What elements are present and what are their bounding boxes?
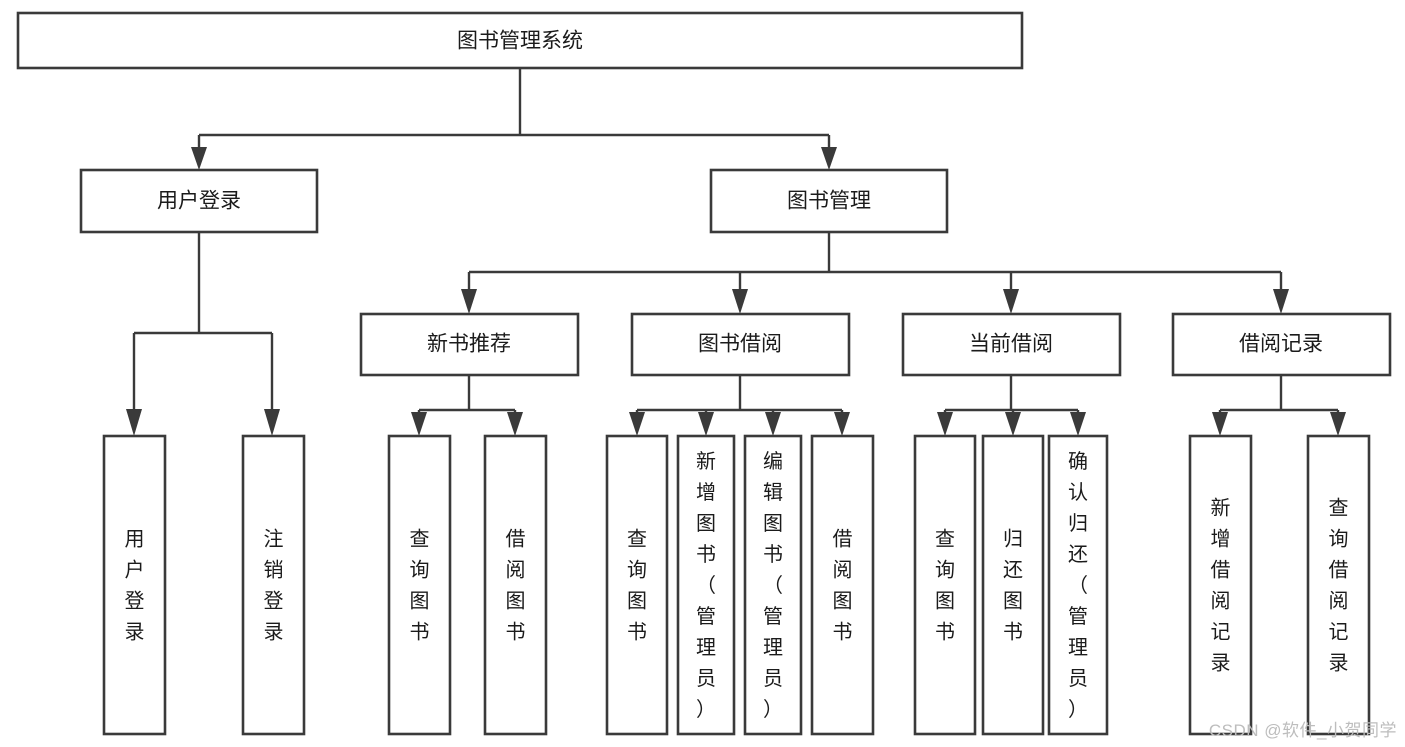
node-leaf-confirm-return-admin[interactable]: 确认归还（管理员） [1047,434,1109,736]
node-new-book-recommend-label: 新书推荐 [427,333,511,356]
node-leaf-query-book-recommend[interactable]: 查询图书 [387,434,452,736]
node-leaf-query-book-recommend-label: 查询图书 [410,528,430,644]
arrow-to-user-login [191,147,207,170]
leaf-node-layer: 用户登录 注销登录 查询图书 借阅图书 查询图书 新增图书（管理员） 编辑图书（管理员） 借阅… [102,434,1371,736]
node-leaf-query-borrow-record-label: 查询借阅记录 [1329,497,1349,675]
node-leaf-user-login[interactable]: 用户登录 [102,434,167,736]
node-new-book-recommend[interactable]: 新书推荐 [359,312,580,377]
node-current-borrow-box[interactable] [901,312,1122,377]
node-leaf-user-login-box[interactable] [102,434,167,736]
node-leaf-confirm-return-admin-label: 确认归还（管理员） [1068,450,1088,721]
node-leaf-user-login-label: 用户登录 [125,529,145,644]
node-leaf-query-book-recommend-box[interactable] [387,434,452,736]
node-leaf-edit-book-admin-label: 编辑图书（管理员） [763,450,783,721]
node-leaf-edit-book-admin-box[interactable] [743,434,803,736]
node-leaf-borrow-book-recommend-label: 借阅图书 [506,528,526,644]
node-leaf-query-borrow-record[interactable]: 查询借阅记录 [1306,434,1371,736]
arrow-to-borrow-book-recommend [507,412,523,436]
node-user-login-box[interactable] [79,168,319,234]
node-root-box[interactable] [16,11,1024,70]
node-root-label: 图书管理系统 [457,30,583,53]
arrow-to-add-book-admin [698,412,714,436]
node-book-management-label: 图书管理 [787,190,871,213]
node-leaf-query-book-borrow-label: 查询图书 [627,528,647,644]
node-leaf-add-borrow-record-label: 新增借阅记录 [1211,497,1231,675]
arrow-to-leaf-user-login [126,409,142,436]
arrow-to-query-book-current [937,412,953,436]
node-leaf-return-book-label: 归还图书 [1003,528,1023,644]
node-borrow-record-label: 借阅记录 [1239,333,1323,356]
arrow-to-borrow-book [834,412,850,436]
connector-layer [126,68,1346,436]
node-book-management-box[interactable] [709,168,949,234]
node-leaf-borrow-book-recommend[interactable]: 借阅图书 [483,434,548,736]
node-leaf-add-borrow-record-box[interactable] [1188,434,1253,736]
node-current-borrow-label: 当前借阅 [969,333,1053,356]
node-leaf-add-book-admin[interactable]: 新增图书（管理员） [676,434,736,736]
arrow-to-query-borrow-record [1330,412,1346,436]
node-leaf-borrow-book-label: 借阅图书 [833,528,853,644]
node-leaf-logout-login[interactable]: 注销登录 [241,434,306,736]
node-leaf-query-book-borrow-box[interactable] [605,434,669,736]
node-leaf-query-book-current-box[interactable] [913,434,977,736]
node-leaf-edit-book-admin[interactable]: 编辑图书（管理员） [743,434,803,736]
node-leaf-add-book-admin-box[interactable] [676,434,736,736]
arrow-to-new-book-recommend [461,289,477,314]
node-leaf-query-book-borrow[interactable]: 查询图书 [605,434,669,736]
node-book-borrow-box[interactable] [630,312,851,377]
arrow-to-query-book-recommend [411,412,427,436]
node-user-login-label: 用户登录 [157,190,241,213]
arrow-to-leaf-logout-login [264,409,280,436]
arrow-to-book-borrow [732,289,748,314]
node-leaf-borrow-book-recommend-box[interactable] [483,434,548,736]
arrow-to-query-book-borrow [629,412,645,436]
arrow-to-return-book [1005,412,1021,436]
node-leaf-logout-login-box[interactable] [241,434,306,736]
node-leaf-return-book-box[interactable] [981,434,1045,736]
arrow-to-book-management [821,147,837,170]
csdn-watermark: CSDN @软件_小贺同学 [1208,721,1397,740]
node-book-management[interactable]: 图书管理 [709,168,949,234]
node-leaf-query-borrow-record-box[interactable] [1306,434,1371,736]
node-book-borrow-label: 图书借阅 [698,333,782,356]
arrow-to-current-borrow [1003,289,1019,314]
arrow-to-borrow-record [1273,289,1289,314]
node-leaf-query-book-current-label: 查询图书 [935,528,955,644]
node-borrow-record-box[interactable] [1171,312,1392,377]
arrow-to-confirm-return-admin [1070,412,1086,436]
node-root[interactable]: 图书管理系统 [16,11,1024,70]
arrow-to-edit-book-admin [765,412,781,436]
arrow-to-add-borrow-record [1212,412,1228,436]
node-current-borrow[interactable]: 当前借阅 [901,312,1122,377]
node-new-book-recommend-box[interactable] [359,312,580,377]
node-leaf-query-book-current[interactable]: 查询图书 [913,434,977,736]
node-book-borrow[interactable]: 图书借阅 [630,312,851,377]
node-leaf-add-borrow-record[interactable]: 新增借阅记录 [1188,434,1253,736]
node-leaf-confirm-return-admin-box[interactable] [1047,434,1109,736]
node-leaf-add-book-admin-label: 新增图书（管理员） [696,450,716,721]
node-user-login[interactable]: 用户登录 [79,168,319,234]
node-leaf-return-book[interactable]: 归还图书 [981,434,1045,736]
node-leaf-borrow-book[interactable]: 借阅图书 [810,434,875,736]
node-borrow-record[interactable]: 借阅记录 [1171,312,1392,377]
node-leaf-logout-login-label: 注销登录 [264,528,284,644]
node-leaf-borrow-book-box[interactable] [810,434,875,736]
